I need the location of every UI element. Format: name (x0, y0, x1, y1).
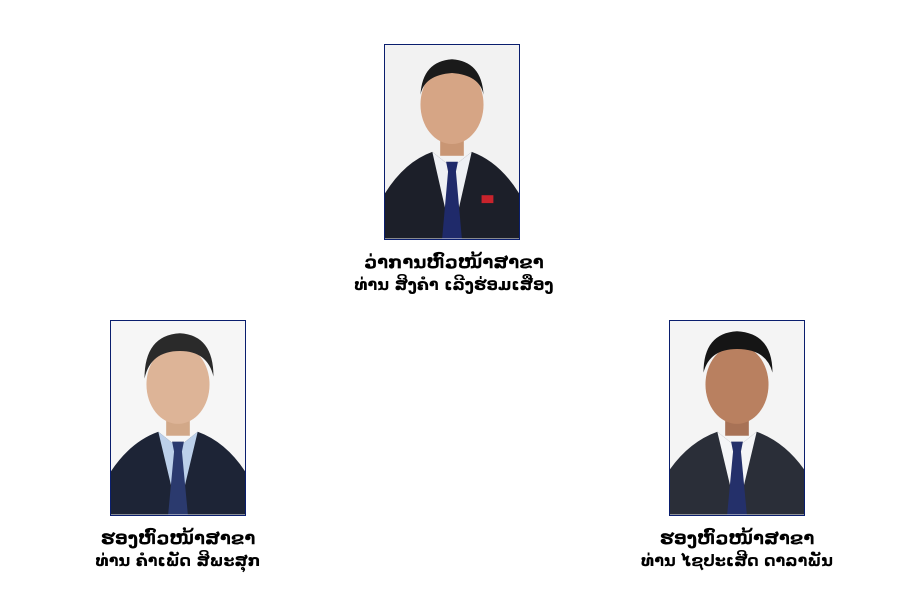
deputy-head-left-name: ທ່ານ ຄຳເພັດ ສິພະສຸກ (95, 550, 261, 570)
deputy-head-right-portrait (669, 320, 805, 516)
deputy-head-left-portrait (110, 320, 246, 516)
acting-head-role: ວ່າການຫົວໜ້າສາຂາ (364, 252, 544, 273)
deputy-head-left-caption: ຮອງຫົວໜ້າສາຂາ ທ່ານ ຄຳເພັດ ສິພະສຸກ (28, 528, 328, 571)
deputy-head-left-role: ຮອງຫົວໜ້າສາຂາ (100, 528, 256, 549)
acting-head-caption: ວ່າການຫົວໜ້າສາຂາ ທ່ານ ສິງຄຳ ເລີງຮ່ອມເສືອ… (304, 252, 604, 295)
deputy-head-right-caption: ຮອງຫົວໜ້າສາຂາ ທ່ານ ໄຊປະເສີດ ດາລາພັນ (587, 528, 887, 571)
acting-head-portrait (384, 44, 520, 240)
deputy-head-right-name: ທ່ານ ໄຊປະເສີດ ດາລາພັນ (641, 550, 833, 570)
acting-head-name: ທ່ານ ສິງຄຳ ເລີງຮ່ອມເສືອງ (354, 274, 554, 294)
deputy-head-right-role: ຮອງຫົວໜ້າສາຂາ (659, 528, 815, 549)
